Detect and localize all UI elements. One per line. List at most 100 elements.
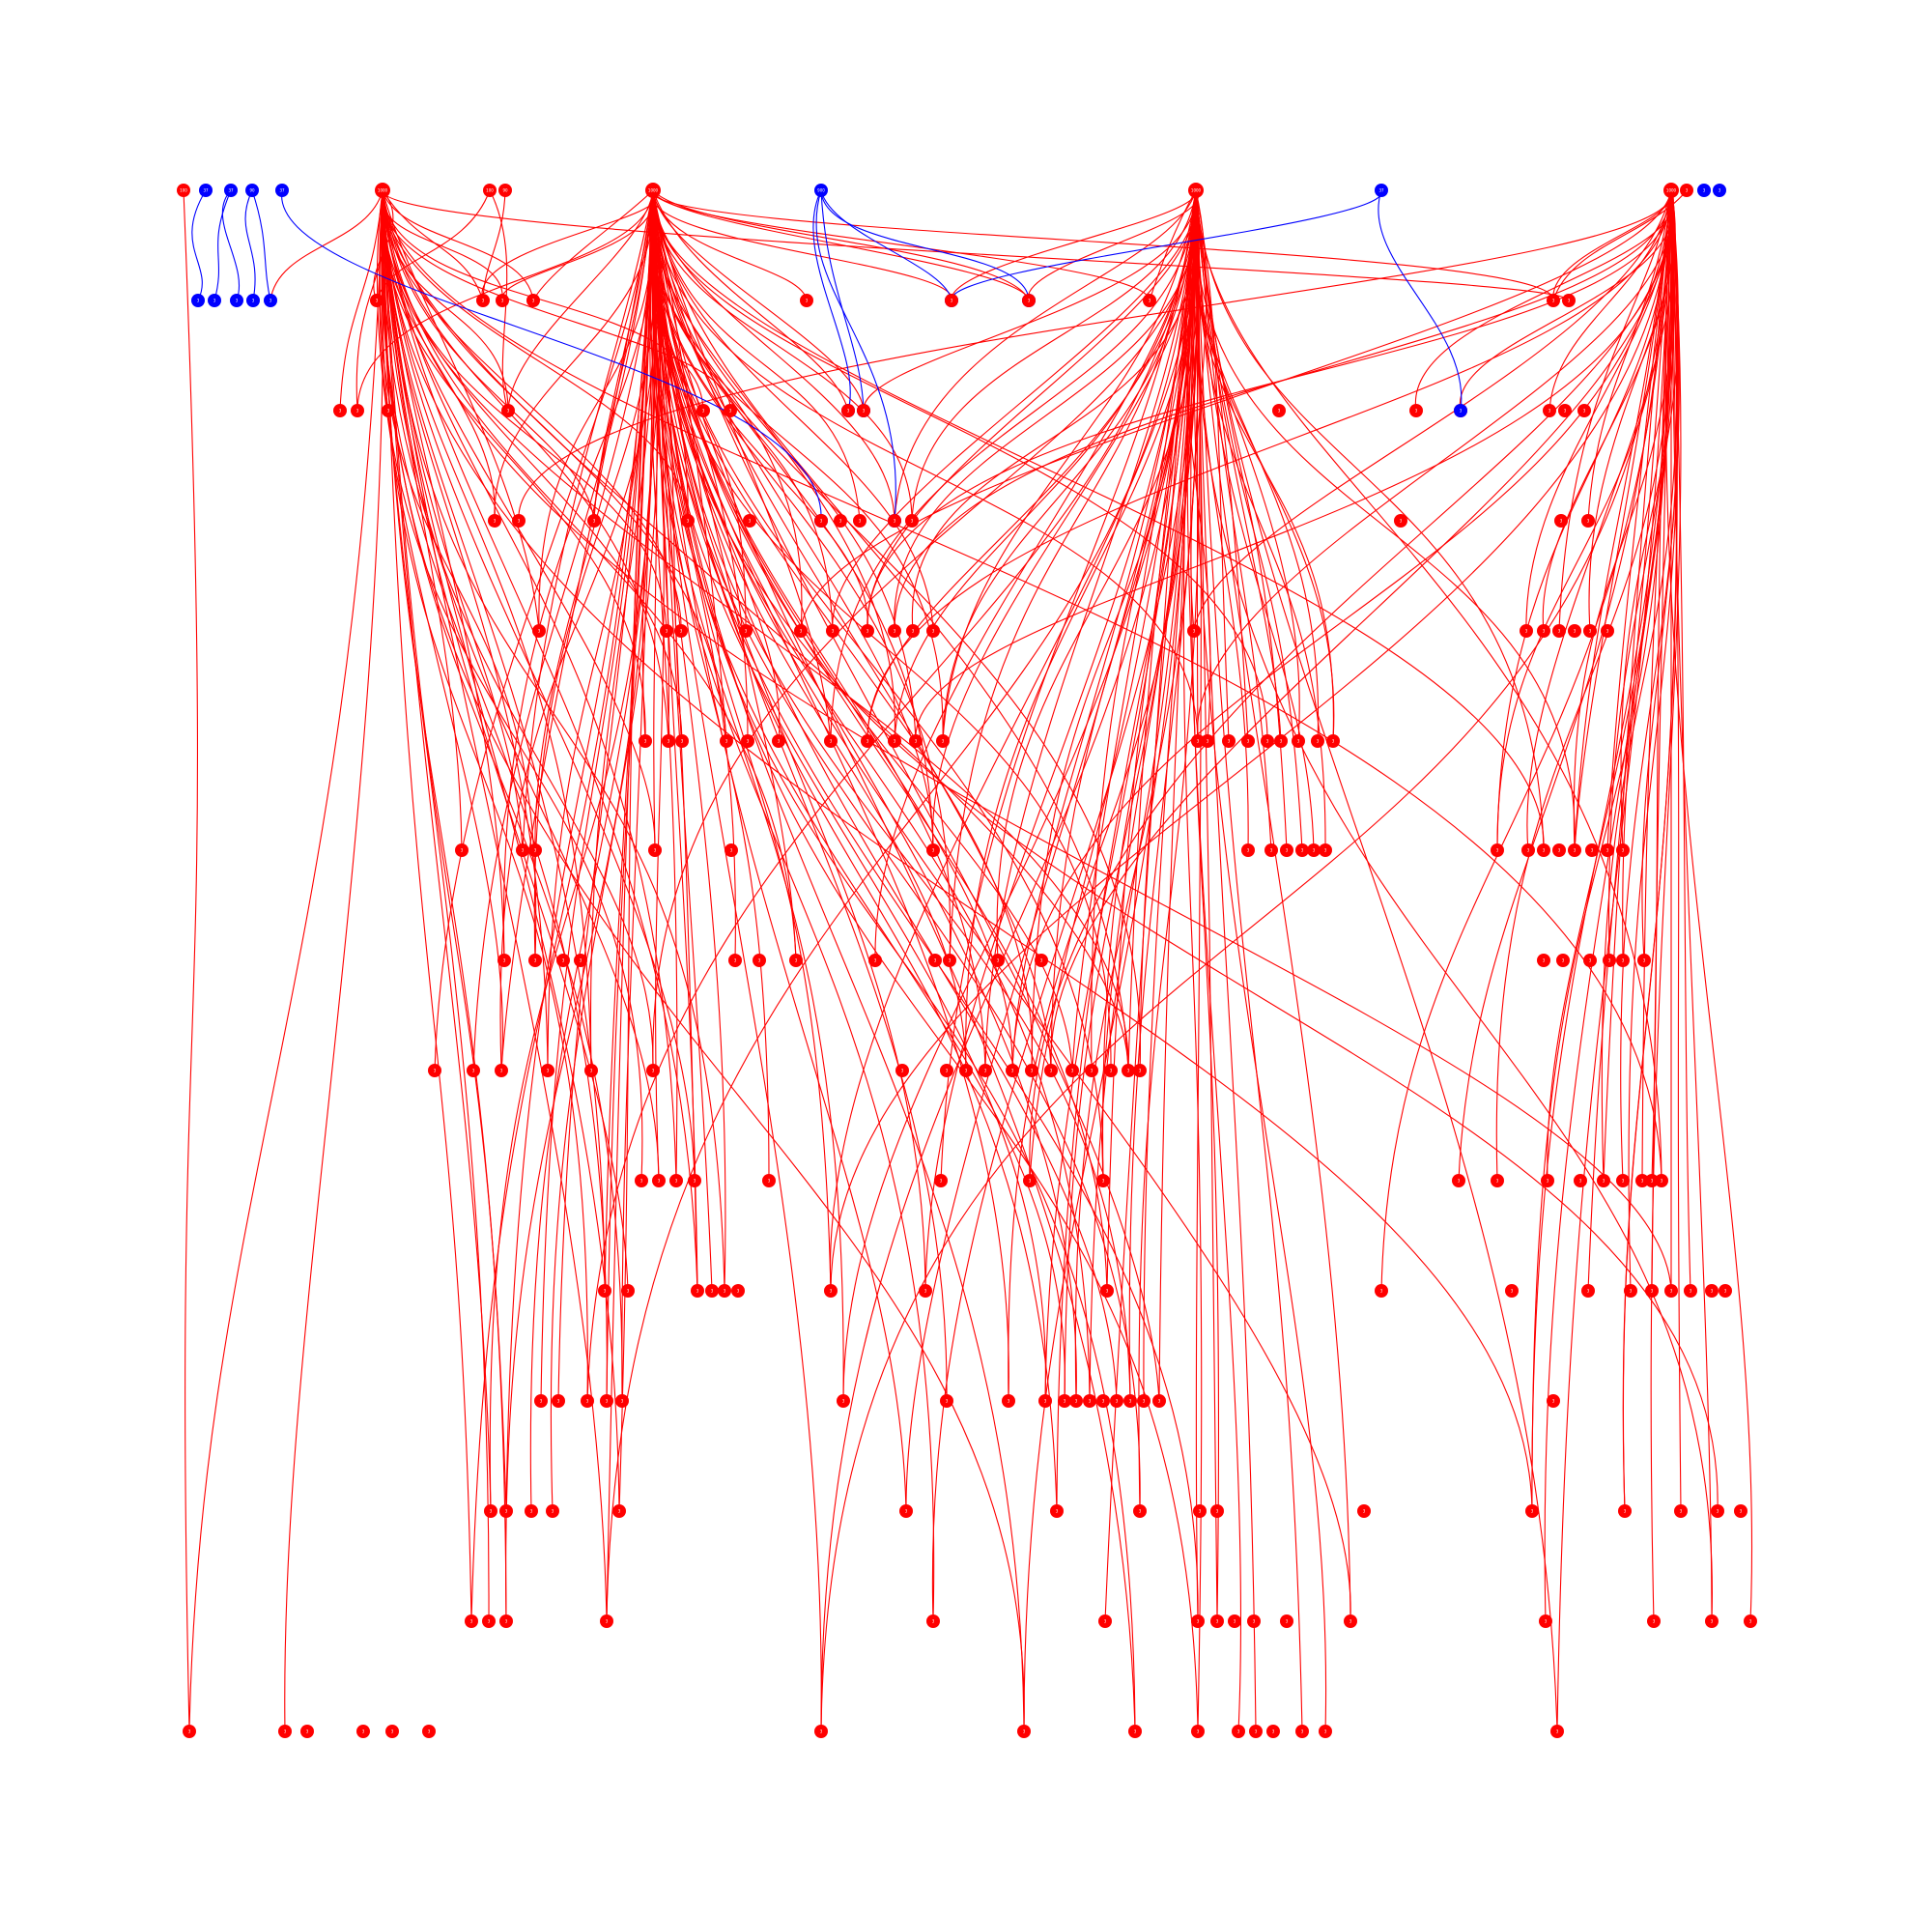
blue-edge [281,189,822,522]
node-circle [532,624,546,638]
red-edge [650,189,1065,1402]
node-label: 3 [1324,1729,1327,1734]
red-edge [472,189,654,1071]
red-node: 3 [1541,1174,1554,1187]
node-circle [1394,514,1407,528]
node-label: 3 [1562,958,1565,963]
red-node: 3 [525,1504,538,1518]
red-edge [1008,189,1198,1402]
node-label: 3 [236,299,239,303]
node-label: 3 [472,1069,475,1073]
node-label: 3 [984,1069,987,1073]
node-circle [1201,734,1214,748]
blue-node: 3 [1454,404,1467,417]
node-circle [1719,1284,1732,1298]
red-node: 3 [824,1284,838,1298]
node-circle [909,734,923,748]
red-node: 3 [1581,1284,1595,1298]
red-edge [652,189,1052,1071]
node-circle [333,404,347,417]
red-node: 3 [1152,1394,1166,1408]
red-node: 3 [1069,1394,1083,1408]
red-edge [652,189,1719,1512]
node-label: 3 [1102,1179,1105,1184]
node-label: 3 [654,848,657,853]
node-label: 3 [606,1619,609,1624]
node-circle [1583,954,1597,967]
node-circle [826,624,839,638]
node-circle [501,404,515,417]
node-label: 3 [1415,409,1418,414]
red-node: 3 [675,734,689,748]
red-edge [1531,189,1672,1512]
node-circle [1520,624,1533,638]
red-node: 3 [814,1725,828,1738]
node-label: 3 [461,848,464,853]
node-circle [584,1064,598,1077]
node-circle [351,404,364,417]
node-circle [1452,1174,1465,1187]
node-label: 3 [490,1509,493,1514]
node-circle [861,734,874,748]
node-circle [1044,1064,1058,1077]
red-edge [1573,189,1675,851]
red-node: 3 [888,624,901,638]
node-label: 3 [1400,519,1403,524]
node-circle [724,843,738,857]
red-edge [652,189,1030,301]
node-circle [1525,1504,1539,1518]
node-circle [1521,843,1535,857]
red-edge [489,189,509,412]
node-label: 3 [863,409,866,414]
node-circle [526,294,540,307]
node-circle [1601,624,1614,638]
node-label: 3 [867,739,869,744]
node-label: 3 [1237,1729,1240,1734]
node-circle [615,1394,629,1408]
node-circle [552,1394,565,1408]
red-edge [820,189,1197,1732]
red-node: 3 [1547,1394,1560,1408]
red-node: 3 [612,1504,626,1518]
red-node: 3 [1645,1284,1659,1298]
red-node: 3 [926,1614,940,1628]
node-circle [1583,624,1597,638]
node-label: 3 [946,1069,949,1073]
red-node: 3 [857,404,870,417]
node-circle [1035,954,1048,967]
node-circle [1025,1064,1038,1077]
red-node: 3 [528,954,542,967]
node-circle [669,1174,683,1187]
node-circle [1261,734,1274,748]
red-edge [382,189,696,1182]
red-edge [924,189,1197,1292]
node-circle [534,1394,548,1408]
node-circle [546,1504,559,1518]
node-circle [979,1064,992,1077]
red-edge [830,189,1197,742]
red-edge [1606,189,1672,851]
node-circle [841,404,855,417]
red-node: 3 [1674,1504,1688,1518]
red-node: 3 [1550,1725,1564,1738]
node-label: 3 [507,409,510,414]
node-label: 3 [1606,629,1609,634]
node-label: 3 [1630,1289,1633,1294]
red-edge [540,189,654,1402]
red-node: 3 [1601,843,1614,857]
node-label: 3 [1071,1069,1074,1073]
red-edge [1531,189,1672,1512]
red-node: 3 [826,624,839,638]
node-circle [1191,1614,1205,1628]
red-edge [1192,189,1335,742]
node-label: 3 [530,1509,533,1514]
node-circle [1562,294,1576,307]
node-circle [662,734,675,748]
node-circle [895,1064,909,1077]
node-label: 3 [934,958,937,963]
red-node: 3 [455,843,469,857]
red-edge [382,189,698,1292]
red-edge [651,189,1077,1402]
red-node: 3 [1133,1504,1147,1518]
blue-node: 37 [224,184,238,197]
